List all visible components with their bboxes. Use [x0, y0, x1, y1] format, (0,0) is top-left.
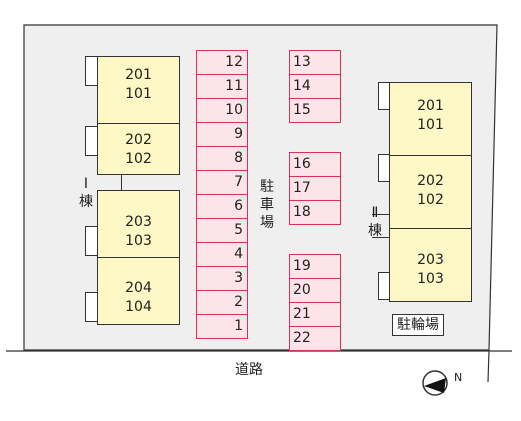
parking-stall: 1	[196, 314, 248, 339]
unit-lower: 101	[417, 117, 444, 133]
bicycle-parking-label: 駐輪場	[392, 314, 444, 336]
parking-stall: 21	[289, 302, 341, 327]
unit-lower: 103	[417, 271, 444, 287]
building-1-label: Ⅰ 棟	[79, 176, 93, 210]
parking-stall: 16	[289, 152, 341, 177]
parking-stall: 19	[289, 254, 341, 279]
north-label: N	[454, 371, 462, 384]
unit-upper: 202	[125, 132, 152, 148]
unit-lower: 103	[125, 233, 152, 249]
unit-lower: 102	[417, 192, 444, 208]
north-arrow-icon: N	[422, 370, 462, 396]
building-notch	[121, 174, 141, 191]
unit-lower: 101	[125, 86, 152, 102]
parking-stall: 12	[196, 50, 248, 75]
unit-upper: 201	[417, 98, 444, 114]
parking-stall: 6	[196, 194, 248, 219]
unit-lower: 102	[125, 151, 152, 167]
parking-stall: 22	[289, 326, 341, 351]
unit-203-103: 203 103	[97, 190, 180, 258]
parking-stall: 14	[289, 74, 341, 99]
unit-203-103: 203 103	[389, 228, 472, 302]
parking-stall: 2	[196, 290, 248, 315]
road-label: 道路	[235, 362, 263, 378]
unit-201-101: 201 101	[97, 56, 180, 124]
unit-upper: 202	[417, 173, 444, 189]
unit-202-102: 202 102	[97, 123, 180, 175]
unit-upper: 203	[417, 252, 444, 268]
parking-stall: 7	[196, 170, 248, 195]
parking-stall: 17	[289, 176, 341, 201]
parking-stall: 15	[289, 98, 341, 123]
unit-upper: 203	[125, 214, 152, 230]
unit-upper: 201	[125, 67, 152, 83]
building-2-label: Ⅱ 棟	[368, 205, 382, 239]
parking-stall: 5	[196, 218, 248, 243]
unit-201-101: 201 101	[389, 82, 472, 156]
unit-202-102: 202 102	[389, 155, 472, 229]
parking-stall: 18	[289, 200, 341, 225]
unit-204-104: 204 104	[97, 257, 180, 325]
unit-upper: 204	[125, 280, 152, 296]
parking-stall: 20	[289, 278, 341, 303]
boundary-extension-line	[487, 349, 490, 383]
parking-stall: 13	[289, 50, 341, 75]
parking-stall: 8	[196, 146, 248, 171]
parking-stall: 3	[196, 266, 248, 291]
parking-stall: 9	[196, 122, 248, 147]
parking-label: 駐 車 場	[260, 179, 274, 231]
unit-lower: 104	[125, 299, 152, 315]
parking-stall: 11	[196, 74, 248, 99]
parking-stall: 4	[196, 242, 248, 267]
parking-stall: 10	[196, 98, 248, 123]
